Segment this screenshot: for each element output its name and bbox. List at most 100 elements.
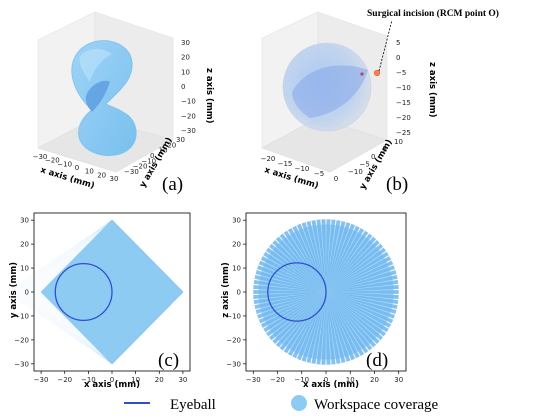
- y-tick-label: −10: [348, 168, 363, 176]
- workspace-spoke: [326, 247, 386, 292]
- workspace-spoke: [296, 223, 326, 292]
- annotation-text: Surgical incision (RCM point O): [367, 8, 499, 19]
- z-tick-label: −10: [181, 98, 196, 106]
- y-tick-label: 30: [176, 136, 185, 144]
- x-tick-label: −10: [81, 376, 96, 384]
- y-tick-label: 5: [383, 146, 387, 154]
- workspace-spoke: [326, 292, 398, 310]
- workspace-spoke: [253, 292, 326, 305]
- y-tick-label: −20: [133, 163, 148, 171]
- ylabel-c: y axis (mm): [9, 262, 19, 318]
- x-tick-label: −30: [34, 376, 49, 384]
- panel-label-a: (a): [162, 174, 183, 195]
- workspace-blur: [17, 219, 184, 365]
- workspace-spoke: [326, 228, 365, 292]
- workspace-spoke: [326, 233, 373, 292]
- workspace-spoke: [326, 219, 331, 292]
- x-tick-label: 30: [110, 175, 119, 183]
- y-tick-label: 10: [232, 265, 241, 273]
- workspace-spoke: [326, 292, 395, 319]
- workspace-blur: [23, 219, 184, 365]
- workspace-blur: [20, 219, 184, 365]
- workspace-spoke: [292, 292, 326, 359]
- ylabel-d: z axis (mm): [221, 262, 231, 318]
- eyeball-circle: [267, 262, 327, 322]
- x-tick-label: 20: [97, 171, 106, 179]
- y-tick-label: −30: [226, 360, 241, 368]
- y-tick-label: 30: [232, 217, 241, 225]
- panel-label-d: (d): [366, 350, 388, 371]
- workspace-spoke: [275, 292, 326, 348]
- y-tick-label: 0: [237, 289, 241, 297]
- x-tick-label: 0: [324, 376, 328, 384]
- y-tick-label: 10: [394, 138, 403, 146]
- x-tick-label: −20: [57, 376, 72, 384]
- panel-label-c: (c): [158, 350, 179, 371]
- z-tick-label: 30: [181, 39, 190, 47]
- y-tick-label: 0: [371, 153, 375, 161]
- y-tick-label: 20: [232, 241, 241, 249]
- workspace-spoke: [283, 292, 326, 354]
- workspace-spoke: [326, 292, 383, 341]
- workspace-spoke: [253, 290, 326, 294]
- x-tick-label: 30: [178, 376, 187, 384]
- workspace-spoke: [326, 292, 360, 359]
- workspace-spoke: [258, 292, 326, 324]
- x-tick-label: −5: [314, 170, 324, 178]
- x-tick-label: 0: [110, 376, 114, 384]
- x-tick-label: 0: [75, 164, 79, 172]
- workspace-spoke: [326, 292, 397, 314]
- xlabel-d: x axis (mm): [303, 380, 359, 390]
- y-tick-label: −10: [14, 312, 29, 320]
- workspace-spoke: [326, 256, 392, 292]
- workspace-blur: [10, 219, 184, 365]
- workspace-spoke: [326, 220, 341, 292]
- workspace-spoke: [311, 220, 326, 292]
- y-tick-label: −10: [226, 312, 241, 320]
- legend-workspace-swatch: [291, 395, 307, 411]
- box-pane-floor-b: [261, 117, 388, 173]
- legend-eyeball-label: Eyeball: [170, 397, 216, 413]
- workspace-spoke: [254, 292, 326, 310]
- xlabel-c: x axis (mm): [84, 380, 140, 390]
- workspace-spoke: [279, 292, 326, 351]
- y-tick-label: 30: [20, 217, 29, 225]
- y-tick-label: 10: [20, 265, 29, 273]
- workspace-spoke: [260, 292, 326, 328]
- workspace-spoke: [311, 292, 326, 364]
- workspace-spoke: [292, 225, 326, 292]
- y-tick-label: −10: [141, 157, 156, 165]
- workspace-spoke: [326, 292, 351, 362]
- rcm-center-point: [360, 72, 364, 76]
- workspace-spoke: [326, 270, 397, 292]
- workspace-spoke: [326, 292, 346, 363]
- x-tick-label: 20: [155, 376, 164, 384]
- x-tick-label: −20: [45, 157, 60, 165]
- x-tick-label: 0: [334, 175, 338, 183]
- workspace-spoke: [326, 292, 392, 328]
- workspace-spoke: [326, 292, 369, 354]
- workspace-spoke: [326, 292, 331, 365]
- workspace-spoke: [326, 292, 341, 364]
- workspace-spoke: [326, 279, 399, 292]
- z-tick-label: 0: [396, 54, 400, 62]
- workspace-spoke: [269, 292, 326, 341]
- workspace-patch-b: [292, 65, 368, 118]
- z-tick-label: −25: [396, 129, 411, 137]
- workspace-blur: [37, 219, 184, 365]
- rcm-point-o: [373, 69, 381, 77]
- z-tick-label: −5: [396, 69, 406, 77]
- z-tick-label: 20: [181, 54, 190, 62]
- workspace-spoke: [253, 279, 326, 292]
- z-tick-label: −20: [396, 114, 411, 122]
- workspace-spoke: [326, 240, 380, 292]
- workspace-spoke: [326, 292, 399, 305]
- x-tick-label: −20: [270, 376, 285, 384]
- workspace-spoke: [326, 265, 395, 292]
- legend: Eyeball Workspace coverage: [124, 395, 438, 413]
